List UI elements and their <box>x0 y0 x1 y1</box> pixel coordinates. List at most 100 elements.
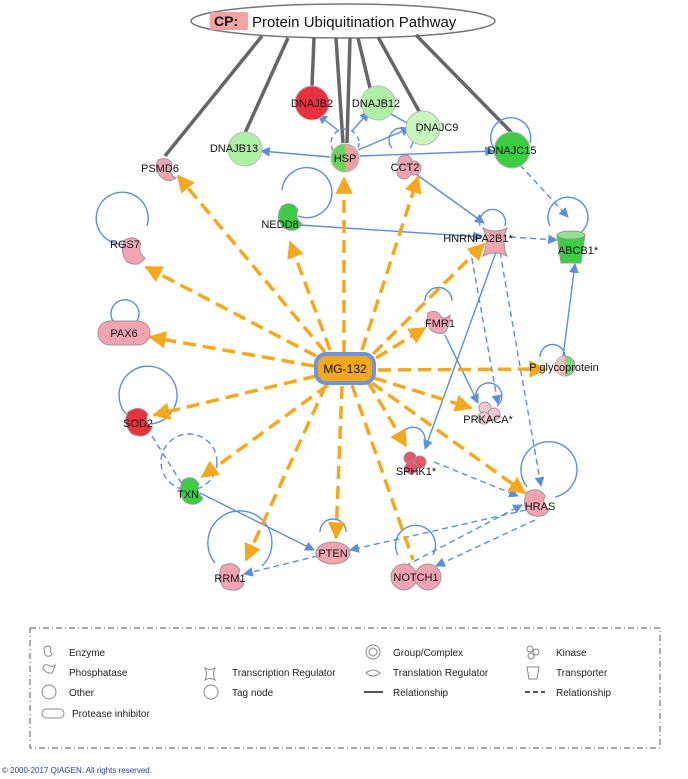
pathway-node[interactable]: CP: Protein Ubiquitination Pathway <box>190 3 496 39</box>
legend-group-complex: Group/Complex <box>365 644 463 660</box>
legend-phosphatase: Phosphatase <box>42 663 128 679</box>
mg132-edges <box>144 174 547 562</box>
node-label: NOTCH1 <box>393 572 438 584</box>
legend-transporter: Transporter <box>526 666 608 680</box>
protease-inhibitor-icon <box>41 708 65 719</box>
node-label: MG-132 <box>323 362 367 376</box>
node-sod2[interactable]: SOD2 <box>123 408 153 437</box>
node-label: PAX6 <box>110 328 137 340</box>
loop-pglyco <box>539 343 566 358</box>
legend-other: Other <box>41 684 95 700</box>
legend-label: Enzyme <box>69 648 106 659</box>
legend-relationship-dashed: Relationship <box>525 688 611 699</box>
transcription-regulator-icon <box>203 666 217 682</box>
legend-translation-regulator: Translation Regulator <box>365 668 489 679</box>
legend-label: Protease inhibitor <box>72 709 150 720</box>
node-pax6[interactable]: PAX6 <box>97 320 151 346</box>
node-label: DNAJB12 <box>352 98 400 110</box>
pathway-prefix: CP: <box>214 13 238 29</box>
node-dnajb2[interactable]: DNAJB2 <box>291 85 333 121</box>
other-icon <box>41 684 57 700</box>
transporter-icon <box>526 666 540 680</box>
pathway-edges <box>163 33 514 158</box>
node-label: RRM1 <box>214 573 245 585</box>
kinase-icon <box>526 645 534 653</box>
translation-regulator-icon <box>365 669 381 677</box>
edge-pathway-dnajb2 <box>310 37 316 87</box>
node-abcb1[interactable]: ABCB1* <box>556 230 599 264</box>
loop-abcb1 <box>547 196 589 237</box>
loop-hnrnpa2b1 <box>478 208 507 227</box>
edge-pathway-hsp1 <box>334 37 345 144</box>
node-label: DNAJC9 <box>416 122 459 134</box>
node-cct2[interactable]: CCT2 <box>391 154 422 180</box>
node-hsp[interactable]: HSP <box>330 143 360 173</box>
node-label: PSMD6 <box>141 163 179 175</box>
edge-pathway-dnajb13 <box>243 37 290 134</box>
node-label: NEDD8 <box>261 219 298 231</box>
legend-label: Transcription Regulator <box>232 668 336 679</box>
loop-rgs7 <box>95 191 149 245</box>
legend-label: Tag node <box>232 688 274 699</box>
node-label: SPHK1* <box>396 466 437 478</box>
node-mg132[interactable]: MG-132 <box>314 352 376 385</box>
loop-rrm1 <box>207 510 273 567</box>
loop-pax6 <box>110 299 140 322</box>
node-dnajc9[interactable]: DNAJC9 <box>405 110 459 146</box>
loop-nedd8 <box>281 166 333 219</box>
edge-pathway-dnajc15 <box>414 33 514 135</box>
legend-enzyme: Enzyme <box>43 645 106 659</box>
edge-pathway-hsp2 <box>345 37 352 144</box>
enzyme-icon <box>43 645 53 657</box>
loop-pten <box>319 518 347 533</box>
node-hras[interactable]: HRAS <box>523 489 556 517</box>
node-label: FMR1 <box>425 318 455 330</box>
legend-relationship-solid: Relationship <box>364 688 448 699</box>
node-rrm1[interactable]: RRM1 <box>214 563 246 591</box>
node-nedd8[interactable]: NEDD8 <box>261 203 303 231</box>
legend-label: Kinase <box>556 648 587 659</box>
loop-hras <box>520 440 578 498</box>
legend: Enzyme Phosphatase Other Protease inhibi… <box>29 627 661 749</box>
node-label: HRAS <box>525 501 556 513</box>
node-psmd6[interactable]: PSMD6 <box>141 158 179 182</box>
legend-label: Translation Regulator <box>393 668 489 679</box>
node-label: PTEN <box>318 548 347 560</box>
node-label: DNAJC15 <box>488 145 537 157</box>
legend-label: Relationship <box>393 688 448 699</box>
node-hnrnpa2b1[interactable]: HNRNPA2B1* <box>443 226 513 258</box>
node-txn[interactable]: TXN <box>177 477 204 505</box>
node-prkaca[interactable]: PRKACA* <box>463 401 513 426</box>
legend-label: Phosphatase <box>69 668 128 679</box>
node-dnajb12[interactable]: DNAJB12 <box>352 85 400 121</box>
edge-pathway-dnajb12 <box>356 37 372 89</box>
node-label: DNAJB2 <box>291 98 333 110</box>
node-pten[interactable]: PTEN <box>315 541 351 565</box>
loop-prkaca <box>475 382 503 407</box>
node-pglycoprotein[interactable]: P glycoprotein <box>529 355 599 377</box>
node-notch1[interactable]: NOTCH1 <box>390 563 442 591</box>
node-label: TXN <box>177 489 199 501</box>
node-label: P glycoprotein <box>529 362 599 374</box>
node-fmr1[interactable]: FMR1 <box>425 310 455 334</box>
legend-label: Relationship <box>556 688 611 699</box>
node-label: PRKACA* <box>463 414 513 426</box>
node-label: CCT2 <box>391 162 420 174</box>
node-label: DNAJB13 <box>210 143 258 155</box>
tag-node-icon <box>203 684 219 700</box>
copyright-text: © 2000-2017 QIAGEN. All rights reserved. <box>2 766 152 775</box>
loop-notch1 <box>394 524 437 556</box>
pathway-name: Protein Ubiquitination Pathway <box>252 14 457 31</box>
edge-pathway-psmd6 <box>163 34 264 158</box>
phosphatase-icon <box>42 663 56 674</box>
node-sphk1[interactable]: SPHK1* <box>396 451 437 478</box>
node-dnajb13[interactable]: DNAJB13 <box>210 131 263 167</box>
node-dnajc15[interactable]: DNAJC15 <box>488 131 537 169</box>
legend-label: Other <box>69 688 95 699</box>
node-rgs7[interactable]: RGS7 <box>110 237 146 265</box>
legend-transcription-regulator: Transcription Regulator <box>203 666 336 682</box>
legend-label: Group/Complex <box>393 648 463 659</box>
node-label: HNRNPA2B1* <box>443 233 513 245</box>
cp-tag <box>210 12 248 30</box>
